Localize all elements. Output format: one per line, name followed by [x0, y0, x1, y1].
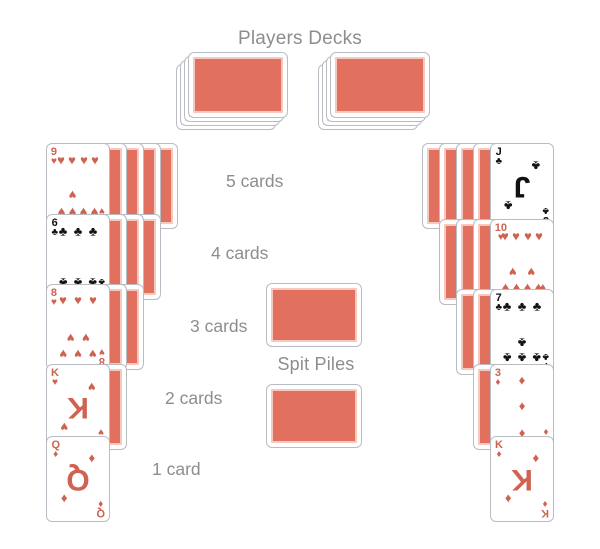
card-pip: ♦ — [60, 491, 68, 507]
card-pip-group: ♥♥♥♥♥♥♥♥ — [55, 292, 101, 362]
card-pip: ♥ — [59, 346, 68, 362]
spit-pile-card-back[interactable] — [266, 384, 362, 448]
card-face-content: Q♦Q♦Q♦♦ — [47, 437, 109, 521]
count-label-2: 2 cards — [165, 388, 223, 408]
card-pip: ♥ — [501, 228, 510, 244]
card-back-inner-border — [271, 288, 357, 342]
card-pip: ♣ — [531, 158, 541, 174]
card-back-pattern — [193, 57, 283, 113]
deck-card-back[interactable] — [188, 52, 288, 118]
right-face-up-card[interactable]: 7♣7♣♣♣♣♣♣♣♣ — [490, 289, 554, 375]
left-face-up-card[interactable]: 8♥8♥♥♥♥♥♥♥♥♥ — [46, 284, 110, 370]
card-pip-group: ♦♦ — [499, 448, 545, 510]
card-pip: ♦ — [532, 451, 540, 467]
left-face-up-card[interactable]: K♥K♥K♥♥ — [46, 364, 110, 450]
card-pip: ♦ — [518, 372, 526, 388]
card-pip: ♥ — [57, 152, 66, 168]
card-pip-group: ♦♦ — [55, 448, 101, 510]
card-pip-group: ♣♣♣♣♣♣♣ — [499, 298, 545, 366]
card-pip: ♥ — [81, 330, 90, 346]
spit-piles-title: Spit Piles — [277, 354, 355, 374]
card-pip: ♥ — [508, 264, 517, 280]
card-pip: ♥ — [68, 187, 77, 203]
card-back-inner-border — [193, 57, 283, 113]
card-pip: ♣ — [73, 223, 83, 239]
card-pip: ♥ — [68, 152, 77, 168]
card-back-inner-border — [335, 57, 425, 113]
card-pip: ♥ — [74, 292, 82, 308]
card-pip-group: ♥♥♥♥♥♥♥♥♥ — [55, 152, 101, 219]
card-pip: ♣ — [517, 335, 527, 351]
card-pip: ♥ — [88, 292, 97, 308]
deck-card-back[interactable] — [330, 52, 430, 118]
card-pip-group: ♣♣ — [499, 155, 545, 217]
card-pip-group: ♥♥♥♥♥♥♥♥♥♥ — [499, 228, 545, 295]
card-back-pattern — [335, 57, 425, 113]
card-pip: ♣ — [503, 198, 513, 214]
card-pip: ♦ — [518, 399, 526, 415]
card-pip: ♥ — [60, 419, 69, 435]
spit-pile-card-back[interactable] — [266, 283, 362, 347]
right-face-up-card[interactable]: J♣J♣J♣♣ — [490, 143, 554, 229]
card-pip: ♦ — [504, 491, 512, 507]
card-pip: ♣ — [88, 223, 97, 239]
card-pip: ♣ — [517, 350, 527, 366]
card-pip: ♣ — [517, 298, 527, 314]
card-pip: ♥ — [534, 228, 543, 244]
card-pip: ♥ — [527, 264, 536, 280]
card-pip: ♥ — [66, 330, 75, 346]
card-pip: ♣ — [532, 350, 541, 366]
card-pip: ♣ — [59, 223, 68, 239]
card-pip: ♣ — [532, 298, 541, 314]
card-back-inner-border — [271, 389, 357, 443]
right-face-up-card[interactable]: 3♦3♦♦♦♦ — [490, 364, 554, 450]
card-pip: ♥ — [59, 292, 68, 308]
card-back-pattern — [271, 389, 357, 443]
count-label-3: 3 cards — [190, 316, 248, 336]
left-face-up-card[interactable]: Q♦Q♦Q♦♦ — [46, 436, 110, 522]
count-label-1: 1 card — [152, 459, 201, 479]
card-pip: ♥ — [79, 152, 88, 168]
card-pip: ♥ — [523, 228, 532, 244]
card-pip: ♣ — [503, 350, 512, 366]
players-decks-title: Players Decks — [237, 28, 363, 49]
card-face-content: K♦K♦K♦♦ — [491, 437, 553, 521]
card-face-content: J♣J♣J♣♣ — [491, 144, 553, 228]
card-face-content: 8♥8♥♥♥♥♥♥♥♥♥ — [47, 285, 109, 369]
card-pip-group: ♦♦♦ — [499, 372, 545, 442]
count-label-5: 5 cards — [226, 171, 284, 191]
right-face-up-card[interactable]: K♦K♦K♦♦ — [490, 436, 554, 522]
card-pip: ♣ — [503, 298, 512, 314]
card-pip: ♥ — [87, 379, 96, 395]
card-pip: ♥ — [74, 346, 82, 362]
card-pip: ♥ — [90, 152, 99, 168]
card-pip: ♦ — [88, 451, 96, 467]
count-label-4: 4 cards — [211, 243, 269, 263]
card-pip: ♥ — [88, 346, 97, 362]
card-pip-group: ♥♥ — [55, 376, 101, 438]
card-face-content: 7♣7♣♣♣♣♣♣♣♣ — [491, 290, 553, 374]
card-pip-group: ♣♣♣♣♣♣ — [55, 223, 101, 290]
card-pip: ♥ — [512, 228, 521, 244]
card-back-pattern — [271, 288, 357, 342]
